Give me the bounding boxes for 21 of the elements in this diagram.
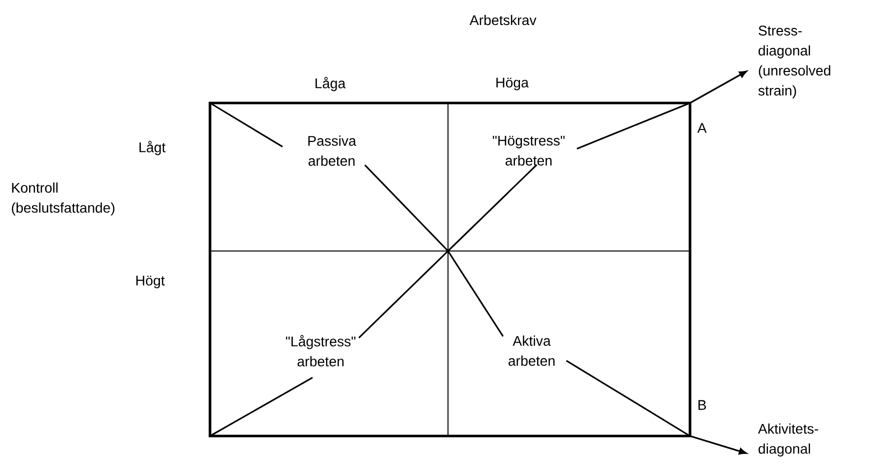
corner-letter: B (698, 400, 706, 410)
level-label: Höga (496, 78, 529, 90)
diagonal-label: Aktivitets-diagonal (758, 423, 818, 457)
level-label: Låga (316, 76, 346, 92)
arrow (566, 360, 747, 455)
quadrant-label: "Lågstress" arbeten (286, 334, 356, 366)
diagonal-line (210, 102, 283, 148)
diagonal-line (364, 164, 504, 337)
quadrant-label: Passiva arbeten (308, 136, 356, 166)
diagonal-line (358, 164, 538, 338)
level-label: Högt (136, 276, 165, 288)
quadrant-label: "Högstress" arbeten (492, 136, 565, 166)
corner-letter: A (697, 123, 707, 133)
quadrant-label: Aktiva arbeten (508, 336, 555, 366)
level-label: Lågt (140, 140, 166, 156)
diagonal-label: Stress-diagonal (unresolved strain) (758, 26, 830, 98)
diagonal-line (210, 376, 313, 437)
grid-table (208, 102, 692, 438)
axis-label: Arbetskrav (470, 14, 536, 26)
axis-label: Kontroll (beslutsfattande) (12, 182, 114, 216)
arrow (576, 70, 747, 150)
